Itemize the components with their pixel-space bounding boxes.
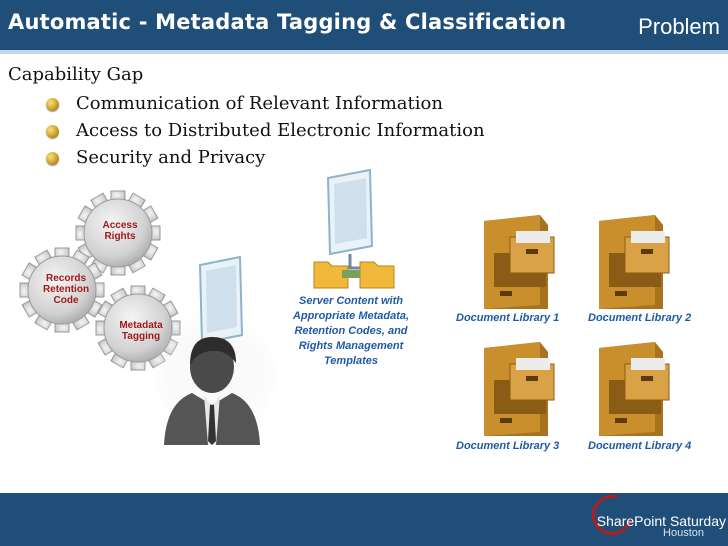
library-label-2: Document Library 2 bbox=[588, 312, 692, 324]
gear-label-metadata: Metadata Tagging bbox=[119, 320, 163, 342]
library-label-3: Document Library 3 bbox=[456, 440, 560, 452]
gear-label-access: Access Rights bbox=[102, 220, 138, 242]
document-icon bbox=[198, 255, 244, 345]
bullet-icon bbox=[46, 98, 59, 111]
footer-brand: SharePoint Saturday bbox=[596, 513, 726, 529]
list-item: Communication of Relevant Information bbox=[46, 90, 485, 117]
bullet-icon bbox=[46, 152, 59, 165]
file-cabinet-icon bbox=[599, 215, 670, 309]
footer-location: Houston bbox=[663, 527, 704, 539]
list-item-text: Communication of Relevant Information bbox=[76, 93, 443, 114]
footer-bar: SharePoint Saturday Houston bbox=[0, 487, 728, 546]
gear-label-records: Records Retention Code bbox=[42, 273, 90, 306]
list-item: Access to Distributed Electronic Informa… bbox=[46, 117, 485, 144]
section-badge: Problem bbox=[638, 14, 720, 39]
folder-icon bbox=[359, 261, 395, 289]
server-icon bbox=[313, 168, 395, 289]
list-item-text: Security and Privacy bbox=[76, 147, 266, 168]
file-cabinet-icon bbox=[484, 342, 555, 436]
slide-title: Automatic - Metadata Tagging & Classific… bbox=[8, 10, 567, 34]
library-label-1: Document Library 1 bbox=[456, 312, 560, 324]
list-item: Security and Privacy bbox=[46, 144, 485, 171]
bullet-icon bbox=[46, 125, 59, 138]
folder-icon bbox=[313, 261, 349, 289]
list-item-text: Access to Distributed Electronic Informa… bbox=[76, 120, 485, 141]
library-label-4: Document Library 4 bbox=[588, 440, 692, 452]
user-icon bbox=[150, 255, 280, 445]
capability-gap-heading: Capability Gap bbox=[8, 64, 144, 85]
title-bar: Automatic - Metadata Tagging & Classific… bbox=[0, 0, 728, 54]
capability-list: Communication of Relevant Information Ac… bbox=[46, 90, 485, 171]
server-caption: Server Content with Appropriate Metadata… bbox=[292, 295, 410, 367]
file-cabinet-icon bbox=[484, 215, 555, 309]
file-cabinet-icon bbox=[599, 342, 670, 436]
